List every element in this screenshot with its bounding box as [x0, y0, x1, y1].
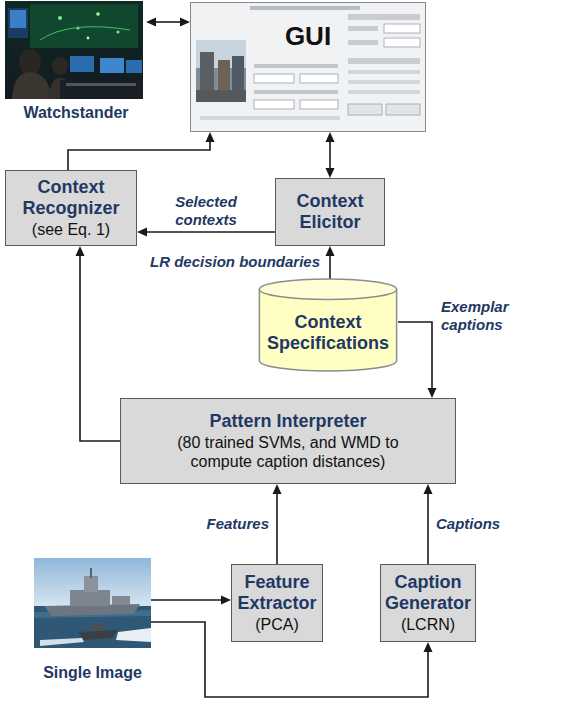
edge-label: LR decision boundaries	[148, 253, 322, 271]
node-title: Context Specifications	[262, 312, 394, 353]
node-title: Single Image	[43, 663, 142, 682]
edge-label: Captions	[434, 515, 502, 533]
arrow-head	[206, 132, 215, 142]
connector-arrow	[76, 246, 121, 441]
arrow-head	[146, 18, 156, 27]
connector-arrow	[151, 596, 231, 605]
node-title: Context Elicitor	[282, 191, 378, 232]
arrow-head	[326, 168, 335, 178]
connector-arrow	[326, 246, 335, 279]
connector-line	[427, 492, 429, 564]
arrow-head	[428, 388, 437, 398]
process-box: Pattern Interpreter(80 trained SVMs, and…	[120, 398, 456, 484]
connector-line	[68, 140, 210, 170]
connector-line	[80, 254, 120, 441]
photo-node: Single Image	[30, 556, 155, 682]
process-box: Context Recognizer (see Eq. 1)	[5, 170, 137, 246]
arrow-head	[326, 132, 335, 142]
connector-arrow	[273, 484, 282, 564]
edge-label: Exemplar captions	[439, 298, 523, 334]
arrow-head	[180, 18, 190, 27]
edge-label: Selected contexts	[164, 193, 248, 229]
node-title: Feature Extractor	[237, 572, 316, 613]
process-box: Caption Generator (LCRN)	[380, 564, 476, 642]
gui-screenshot	[190, 2, 426, 132]
node-subtitle: (LCRN)	[401, 615, 455, 634]
arrow-head	[424, 484, 433, 494]
connector-line	[276, 492, 278, 564]
node-subtitle: (80 trained SVMs, and WMD to compute cap…	[148, 433, 428, 471]
arrow-head	[326, 246, 335, 256]
connector-arrow	[424, 484, 433, 564]
connector-arrow	[398, 322, 437, 398]
edge-label: Features	[204, 515, 271, 533]
node-subtitle: (PCA)	[255, 615, 299, 634]
connector-arrow	[68, 132, 215, 170]
photo-node: Watchstander	[2, 0, 150, 122]
connector-line	[329, 254, 331, 279]
node-title: Caption Generator	[385, 572, 471, 613]
connector-arrow	[146, 18, 190, 27]
database-cylinder: Context Specifications	[258, 278, 398, 372]
process-box: Feature Extractor (PCA)	[231, 564, 323, 642]
connector-line	[151, 599, 223, 601]
arrow-head	[424, 642, 433, 652]
watchstander-photo	[5, 1, 143, 99]
connector-line	[145, 231, 275, 233]
arrow-head	[76, 246, 85, 256]
node-title: Pattern Interpreter	[209, 411, 366, 432]
arrow-head	[221, 596, 231, 605]
node-title: GUI	[285, 21, 331, 52]
ship-photo	[34, 558, 151, 648]
node-title: Context Recognizer	[12, 177, 130, 218]
node-title: Watchstander	[23, 103, 128, 122]
connector-line	[398, 322, 432, 390]
connector-arrow	[326, 132, 335, 178]
arrow-head	[273, 484, 282, 494]
connector-line	[329, 140, 331, 170]
process-box: Context Elicitor	[275, 178, 385, 246]
arrow-head	[137, 228, 147, 237]
gui-node: GUI	[190, 2, 426, 132]
node-subtitle: (see Eq. 1)	[32, 220, 110, 239]
connector-line	[154, 21, 182, 23]
